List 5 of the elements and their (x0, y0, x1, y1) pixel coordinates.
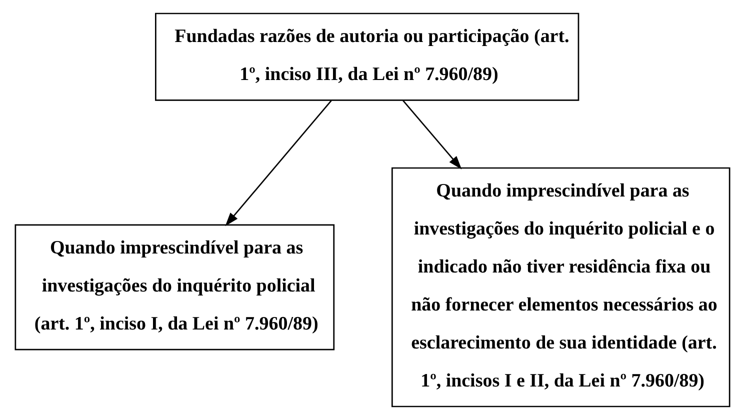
arrow (402, 100, 462, 170)
arrow (225, 100, 332, 226)
node-box: Quando imprescindível para as investigações do inquérito policial (art. 1º, inciso I, da Lei nº 7.960/89) (14, 224, 335, 350)
node-box: Quando imprescindível para as investigações do inquérito policial e o indicado não tiver residência fixa ou não fornecer elementos necessários ao esclarecimento de sua identidade (art. 1º, incisos I e II, da Lei nº 7.960/89) (391, 167, 730, 408)
node-box: Fundadas razões de autoria ou participação (art. 1º, inciso III, da Lei nº 7.960/89) (155, 12, 580, 101)
